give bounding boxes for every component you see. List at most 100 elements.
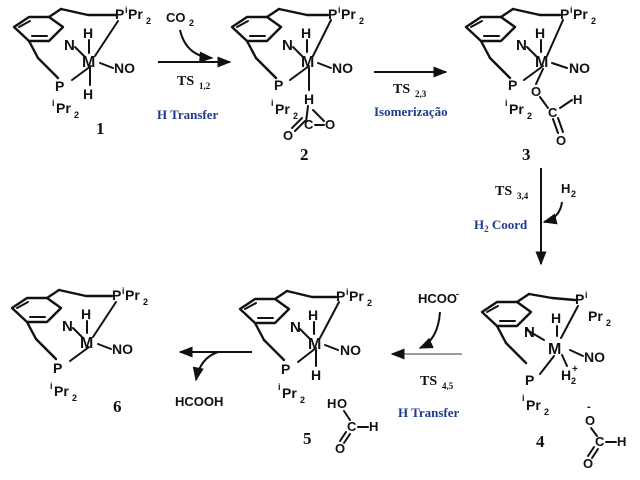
atom-M: M — [80, 335, 93, 352]
atom-M: M — [82, 54, 95, 71]
atom-P: P — [281, 361, 290, 377]
iso-prefix: i — [505, 98, 508, 108]
isopropyl-group: Pr — [349, 288, 364, 304]
subscript: 2 — [300, 395, 305, 405]
compound-1: N M H H NO P i Pr 2 P i Pr 2 1 — [12, 5, 151, 138]
atom-O: O — [583, 456, 593, 471]
reagent-formate: HCOO — [418, 291, 457, 306]
atom-P: P — [336, 288, 345, 304]
atom-H: H — [308, 307, 318, 323]
ts-subscript: 1,2 — [199, 81, 211, 91]
atom-H: H — [327, 396, 336, 411]
subscript: 2 — [146, 16, 151, 26]
isopropyl-group: Pr — [125, 287, 140, 303]
isopropyl-group: Pr — [54, 383, 69, 399]
isopropyl-group: Pr — [509, 101, 524, 117]
atom-N: N — [516, 37, 527, 54]
atom-O: O — [325, 117, 335, 132]
iso-prefix: i — [338, 5, 341, 15]
atom-H: H — [83, 86, 93, 102]
subscript: 2 — [72, 393, 77, 403]
subscript: 2 — [606, 318, 611, 328]
atom-H: H — [301, 25, 311, 41]
atom-O: O — [337, 396, 347, 411]
ligand-NO: NO — [340, 342, 361, 358]
compound-6: N M H NO P i Pr 2 P i Pr 2 6 — [10, 286, 148, 416]
atom-M: M — [535, 54, 548, 71]
atom-H: H — [83, 25, 93, 41]
atom-P: P — [575, 291, 584, 307]
compound-number: 4 — [536, 432, 545, 451]
atom-M: M — [548, 341, 561, 358]
compound-number: 5 — [303, 429, 312, 448]
atom-C: C — [347, 419, 357, 434]
reagent-h2: H — [561, 181, 570, 196]
iso-prefix: i — [52, 98, 55, 108]
atom-N: N — [64, 37, 75, 54]
atom-M: M — [301, 54, 314, 71]
atom-M: M — [308, 336, 321, 353]
isopropyl-group: Pr — [588, 308, 603, 324]
subscript: 2 — [367, 298, 372, 308]
iso-prefix: i — [125, 5, 128, 15]
charge-minus: - — [456, 289, 459, 299]
atom-H: H — [617, 434, 626, 449]
atom-H: H — [369, 419, 378, 434]
atom-P: P — [560, 6, 569, 22]
atom-C: C — [595, 434, 605, 449]
iso-prefix: i — [570, 5, 573, 15]
atom-C: C — [304, 117, 314, 132]
isopropyl-group: Pr — [526, 397, 541, 413]
step-caption: H2 Coord — [474, 217, 528, 234]
atom-O: O — [531, 84, 541, 99]
atom-H: H — [551, 310, 561, 326]
subscript: 2 — [359, 16, 364, 26]
isopropyl-group: Pr — [56, 100, 71, 116]
compound-5: N M H H NO P i Pr 2 P i Pr 2 5 H O C H O — [238, 287, 378, 456]
step-caption: Isomerização — [374, 104, 448, 119]
atom-P: P — [112, 287, 121, 303]
atom-P: P — [525, 372, 534, 388]
ligand-NO: NO — [584, 349, 605, 365]
isopropyl-group: Pr — [275, 101, 290, 117]
iso-prefix: i — [122, 286, 125, 296]
ts-label: TS — [420, 374, 437, 389]
compound-4: N M H NO P i Pr 2 P i Pr 2 H 2 + 4 - O C… — [480, 290, 626, 471]
compound-3: N M H NO P i Pr 2 P i Pr 2 O C H O 3 — [464, 5, 596, 164]
ligand-NO: NO — [112, 341, 133, 357]
compound-2: N M H H NO P i Pr 2 P i Pr 2 O C O 2 — [230, 5, 364, 164]
atom-H: H — [304, 91, 314, 107]
subscript: 2 — [143, 297, 148, 307]
isopropyl-group: Pr — [128, 6, 143, 22]
reagent-co2: CO — [166, 10, 186, 25]
compound-number: 2 — [300, 145, 309, 164]
atom-H: H — [573, 92, 582, 107]
subscript: 2 — [527, 111, 532, 121]
subscript: 2 — [571, 189, 576, 199]
step-caption: H Transfer — [398, 405, 459, 420]
atom-N: N — [62, 318, 73, 335]
step-4-5: HCOO - TS 4,5 H Transfer — [390, 289, 462, 420]
atom-O: O — [335, 441, 345, 456]
iso-prefix: i — [346, 287, 349, 297]
atom-O: O — [585, 413, 595, 428]
atom-P: P — [53, 360, 62, 376]
iso-prefix: i — [522, 393, 525, 403]
ts-subscript: 4,5 — [442, 381, 454, 391]
atom-O: O — [556, 133, 566, 148]
subscript: 2 — [189, 18, 194, 28]
ts-subscript: 2,3 — [415, 89, 427, 99]
isopropyl-group: Pr — [573, 6, 588, 22]
subscript: 2 — [293, 111, 298, 121]
charge-minus: - — [587, 401, 591, 413]
atom-P: P — [328, 6, 337, 22]
isopropyl-group: Pr — [341, 6, 356, 22]
ligand-NO: NO — [332, 60, 353, 76]
iso-prefix: i — [271, 98, 274, 108]
subscript: 2 — [74, 110, 79, 120]
ts-label: TS — [177, 74, 194, 89]
atom-C: C — [548, 105, 558, 120]
compound-number: 3 — [522, 145, 531, 164]
iso-prefix: i — [50, 381, 53, 391]
